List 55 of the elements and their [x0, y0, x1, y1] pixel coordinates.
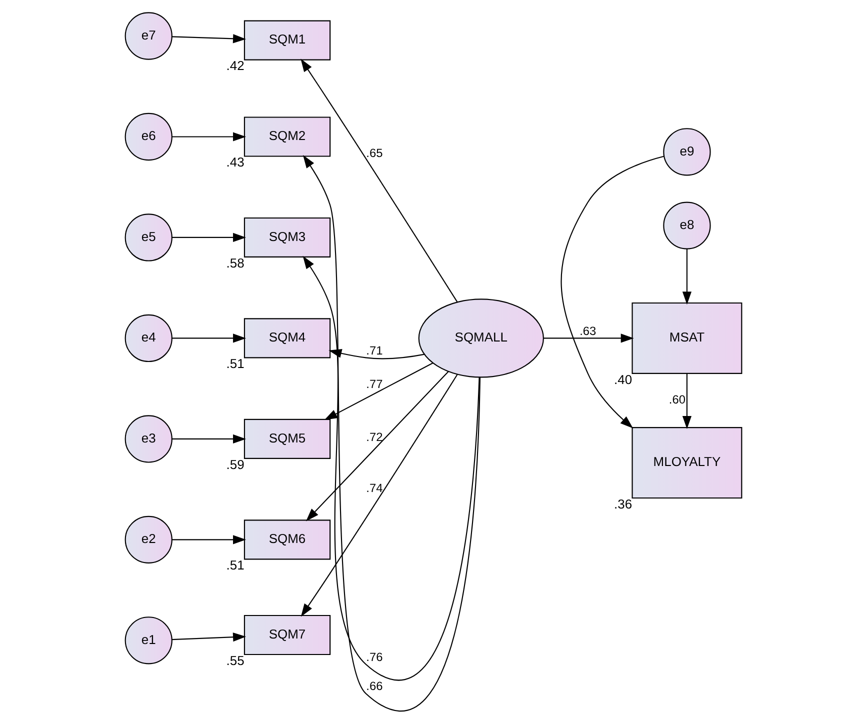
edge-label: .72: [366, 430, 382, 444]
edge-label: .76: [366, 650, 382, 664]
arrow: [171, 232, 246, 242]
arrow: [560, 156, 664, 428]
node-label: .43: [226, 154, 244, 170]
arrow: [171, 535, 246, 544]
node-circle: e9: [662, 128, 710, 176]
node-label: .51: [226, 558, 244, 573]
arrow: [324, 362, 433, 420]
arrow: [305, 371, 448, 522]
node-ellipse: SQMALL: [418, 298, 544, 378]
node-box: SQM1: [243, 20, 330, 60]
node-circle: e7: [124, 12, 172, 60]
arrow: [171, 334, 246, 343]
arrow: [302, 155, 480, 710]
node-label: .42: [226, 58, 244, 74]
edge-label: .77: [366, 376, 382, 391]
node-label: .51: [226, 356, 244, 372]
arrow: [682, 374, 692, 430]
arrow: [171, 632, 246, 642]
edge-label: .71: [366, 343, 382, 358]
node-circle: e5: [124, 214, 172, 262]
node-box: MSAT: [631, 302, 742, 374]
arrow: [171, 434, 246, 444]
node-label: .40: [614, 372, 632, 387]
node-box: SQM5: [243, 418, 330, 459]
node-circle: e3: [124, 415, 172, 463]
arrow: [171, 34, 246, 44]
arrow: [171, 132, 246, 142]
arrow: [682, 248, 692, 305]
node-circle: e6: [124, 112, 172, 161]
node-box: SQM4: [243, 318, 330, 358]
edge-label: .60: [668, 392, 685, 407]
edge-label: .66: [366, 679, 382, 694]
arrow: [302, 256, 480, 680]
edge-label: .63: [579, 324, 596, 338]
node-box: MLOYALTY: [631, 427, 742, 499]
node-circle: e4: [124, 314, 172, 362]
node-box: SQM3: [243, 217, 330, 258]
arrow: [300, 374, 458, 617]
arrow: [543, 334, 634, 343]
node-circle: e8: [662, 202, 710, 250]
edge-label: .65: [366, 146, 382, 160]
node-box: SQM2: [243, 116, 330, 157]
node-label: .59: [226, 456, 244, 472]
arrow: [328, 348, 424, 360]
arrow: [300, 58, 458, 302]
node-circle: e2: [124, 516, 172, 564]
node-label: .36: [614, 496, 632, 512]
node-label: .58: [226, 255, 244, 270]
edge-label: .74: [366, 480, 382, 495]
node-circle: e1: [124, 616, 172, 664]
node-label: .55: [226, 652, 244, 668]
node-box: SQM7: [243, 614, 330, 656]
node-box: SQM6: [243, 520, 330, 560]
